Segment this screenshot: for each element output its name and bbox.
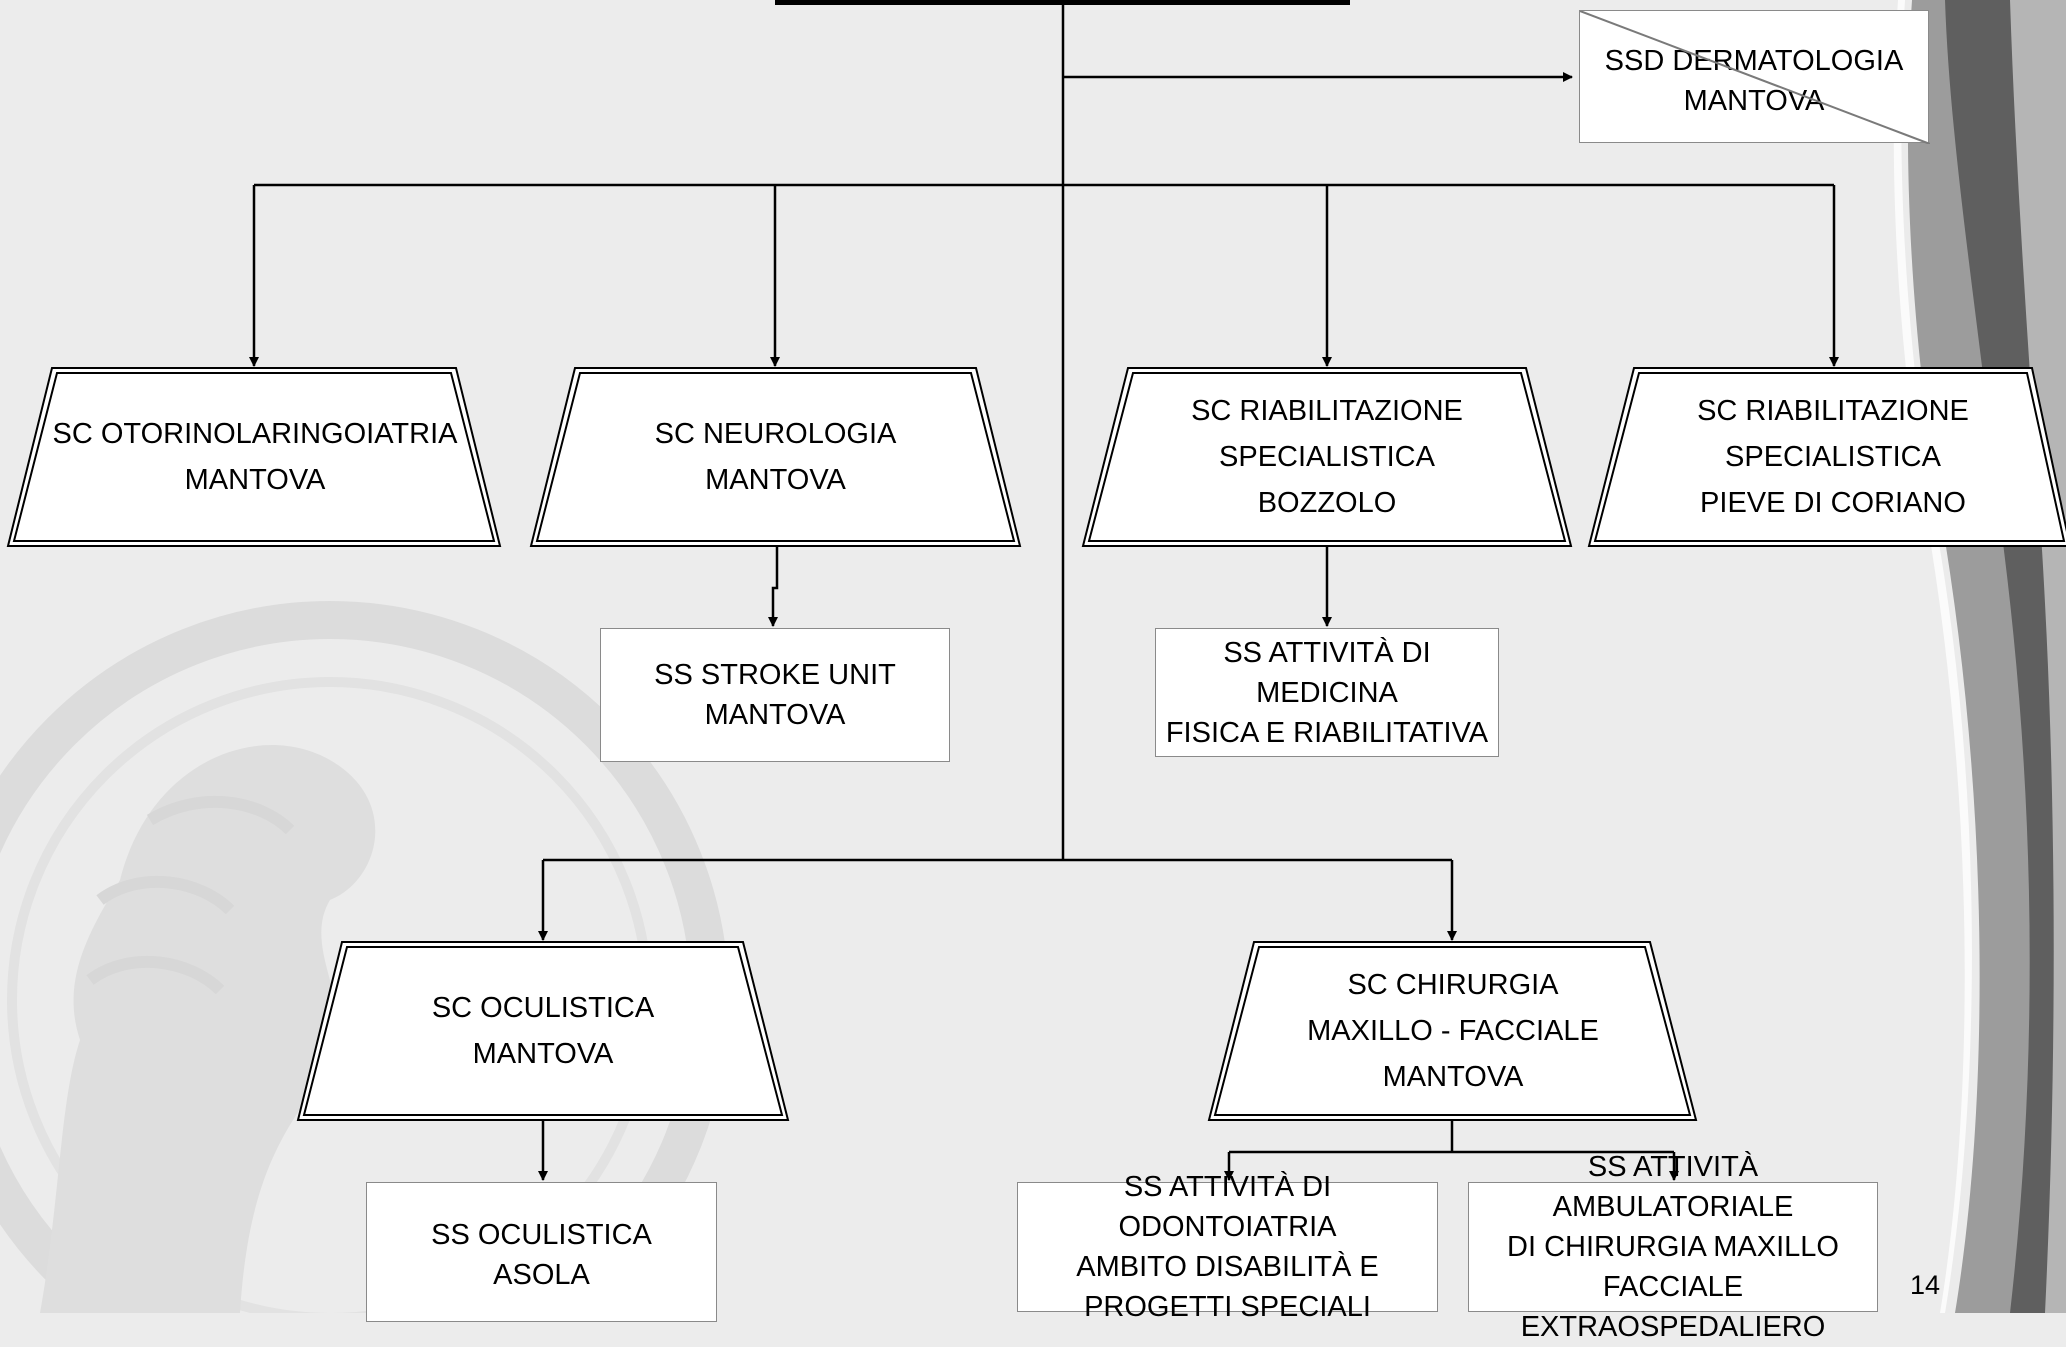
connectors: [249, 0, 1839, 1181]
page-number: 14: [1910, 1270, 1941, 1300]
decorative-stripes: [1893, 0, 2066, 1313]
trap-otorino: [6, 367, 502, 547]
unit-maxillo-line-2: MAXILLO - FACCIALE: [1307, 1015, 1599, 1047]
unit-ambulatoriale-line-3: FACCIALE EXTRAOSPEDALIERO: [1520, 1271, 1826, 1343]
unit-oculistica: SC OCULISTICA MANTOVA: [320, 942, 766, 1120]
unit-riab-pieve: SC RIABILITAZIONE SPECIALISTICA PIEVE DI…: [1611, 368, 2055, 546]
unit-riab-pieve-line-3: PIEVE DI CORIANO: [1700, 487, 1966, 519]
unit-maxillo: SC CHIRURGIA MAXILLO - FACCIALE MANTOVA: [1232, 942, 1674, 1120]
unit-otorino-line-2: MANTOVA: [184, 464, 326, 496]
unit-ocul-asola-line-2: ASOLA: [493, 1259, 590, 1291]
unit-otorino-line-1: SC OTORINOLARINGOIATRIA: [52, 418, 458, 450]
trap-oculistica: [296, 941, 790, 1121]
unit-odontoiatria-line-3: PROGETTI SPECIALI: [1084, 1291, 1371, 1323]
unit-riab-pieve-line-1: SC RIABILITAZIONE: [1697, 395, 1969, 427]
unit-ocul-asola: SS OCULISTICA ASOLA: [366, 1182, 717, 1322]
unit-ambulatoriale-line-1: SS ATTIVITÀ AMBULATORIALE: [1552, 1151, 1794, 1223]
unit-odontoiatria-line-1: SS ATTIVITÀ DI ODONTOIATRIA: [1118, 1171, 1337, 1243]
unit-dermatologia-line-1: SSD DERMATOLOGIA: [1604, 45, 1904, 77]
unit-ocul-asola-line-1: SS OCULISTICA: [431, 1219, 652, 1251]
unit-neurologia-line-2: MANTOVA: [705, 464, 846, 496]
unit-neurologia-line-1: SC NEUROLOGIA: [654, 418, 897, 450]
trapezoid-shapes: [6, 367, 2066, 1121]
unit-maxillo-line-3: MANTOVA: [1382, 1061, 1524, 1093]
unit-neurologia: SC NEUROLOGIA MANTOVA: [553, 368, 998, 546]
unit-maxillo-line-1: SC CHIRURGIA: [1347, 969, 1559, 1001]
unit-medicina-fisica-line-1: SS ATTIVITÀ DI MEDICINA: [1223, 636, 1431, 709]
unit-dermatologia: SSD DERMATOLOGIA MANTOVA: [1579, 10, 1930, 144]
unit-ambulatoriale: SS ATTIVITÀ AMBULATORIALE DI CHIRURGIA M…: [1468, 1151, 1878, 1343]
trap-riab-pieve: [1587, 367, 2066, 547]
unit-ambulatoriale-line-2: DI CHIRURGIA MAXILLO: [1507, 1231, 1839, 1263]
unit-dermatologia-line-2: MANTOVA: [1683, 85, 1825, 117]
unit-otorino: SC OTORINOLARINGOIATRIA MANTOVA: [30, 368, 480, 546]
trap-riab-bozzolo: [1081, 367, 1573, 547]
unit-stroke: SS STROKE UNIT MANTOVA: [600, 628, 950, 762]
unit-riab-bozzolo: SC RIABILITAZIONE SPECIALISTICA BOZZOLO: [1105, 368, 1549, 546]
unit-riab-bozzolo-line-2: SPECIALISTICA: [1219, 441, 1435, 473]
unit-medicina-fisica-line-2: FISICA E RIABILITATIVA: [1165, 716, 1489, 749]
unit-riab-bozzolo-line-1: SC RIABILITAZIONE: [1191, 395, 1463, 427]
crossed-out-mark: [1580, 11, 1930, 144]
unit-oculistica-line-1: SC OCULISTICA: [431, 992, 655, 1024]
unit-odontoiatria-line-2: AMBITO DISABILITÀ E: [1076, 1251, 1379, 1283]
unit-stroke-line-2: MANTOVA: [704, 699, 846, 731]
unit-riab-bozzolo-line-3: BOZZOLO: [1257, 487, 1397, 519]
unit-medicina-fisica: SS ATTIVITÀ DI MEDICINA FISICA E RIABILI…: [1155, 628, 1499, 757]
unit-riab-pieve-line-2: SPECIALISTICA: [1725, 441, 1941, 473]
trap-neurologia: [529, 367, 1022, 547]
unit-oculistica-line-2: MANTOVA: [472, 1038, 614, 1070]
background-decoration: [0, 0, 2066, 1313]
unit-odontoiatria: SS ATTIVITÀ DI ODONTOIATRIA AMBITO DISAB…: [1017, 1171, 1438, 1323]
unit-stroke-line-1: SS STROKE UNIT: [654, 659, 896, 691]
trap-maxillo: [1207, 941, 1698, 1121]
arrow-stroke: [768, 543, 779, 627]
